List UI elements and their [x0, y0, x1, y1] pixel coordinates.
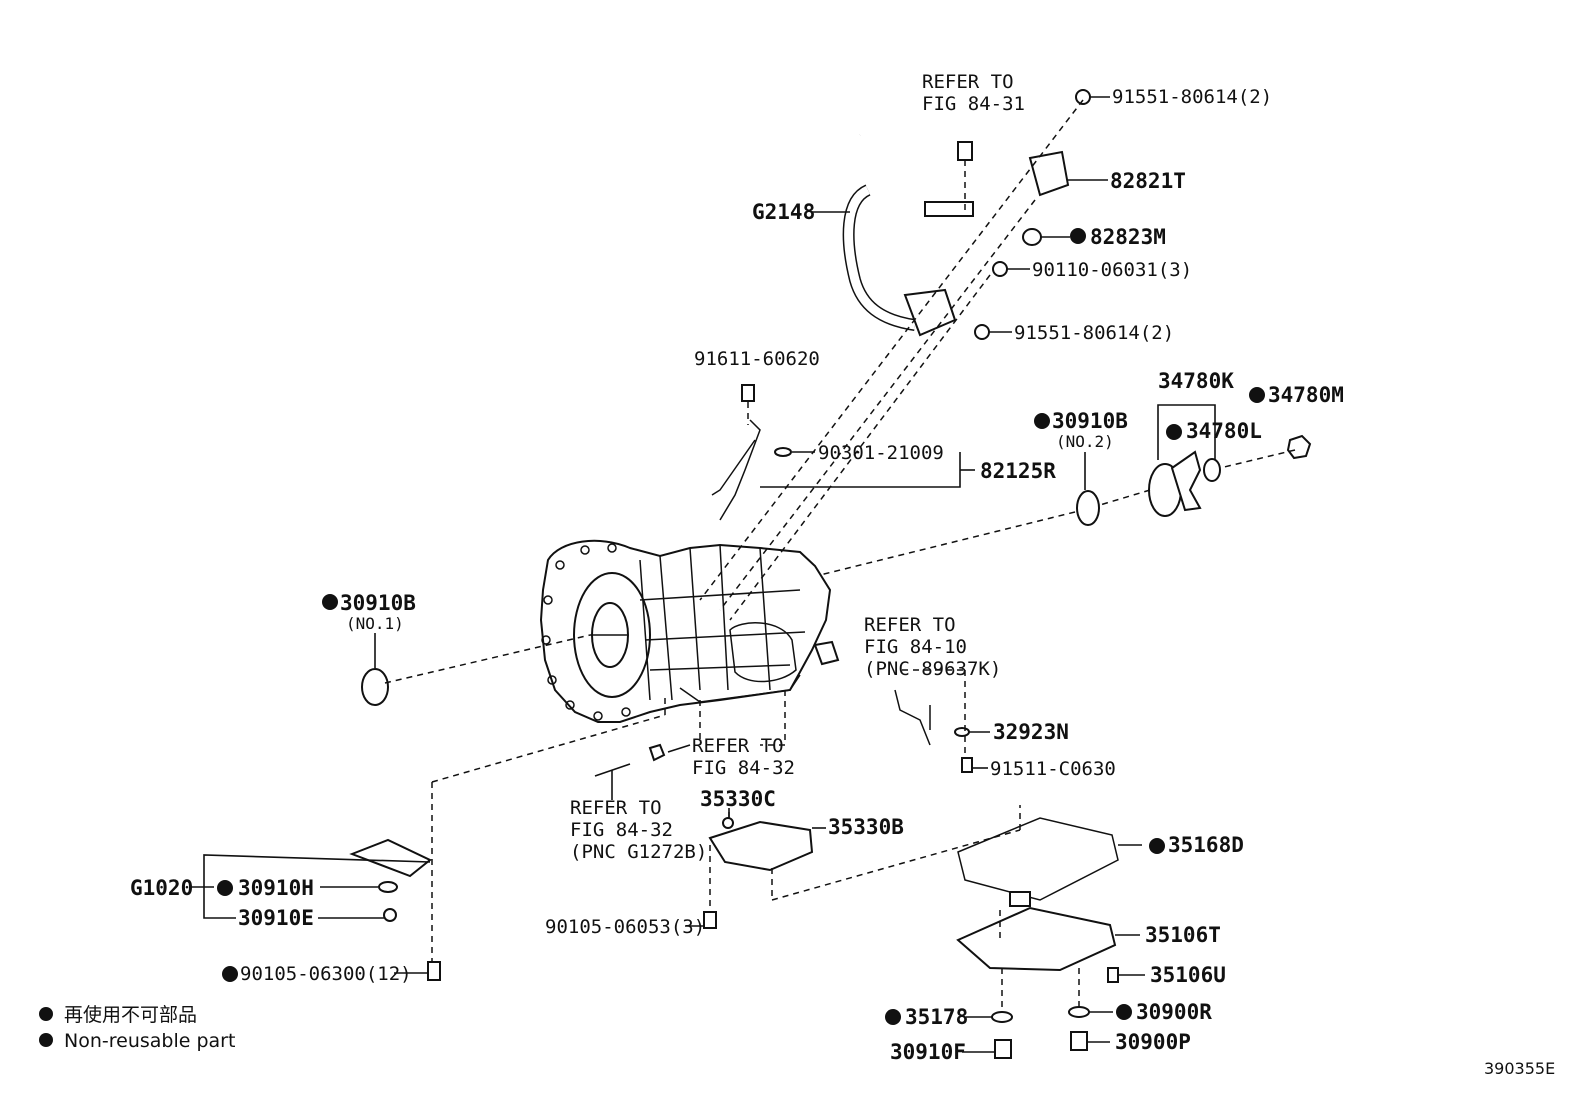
label-30900p: 30900P — [1115, 1030, 1191, 1054]
label-35178: 35178 — [905, 1005, 968, 1029]
plug-30910e-graphic — [383, 908, 397, 922]
label-no2: (NO.2) — [1056, 432, 1114, 451]
legend-japanese: 再使用不可部品 — [64, 1004, 197, 1026]
gasket-35168d-graphic — [957, 817, 1119, 901]
label-refer-84-10-line2: FIG 84-10 — [864, 636, 967, 658]
label-91551-80614-top: 91551-80614(2) — [1112, 86, 1272, 108]
label-82125r: 82125R — [980, 459, 1056, 483]
plate-g1020-graphic — [349, 838, 432, 878]
gasket-35178-graphic — [991, 1011, 1013, 1023]
dashed-guides — [384, 99, 1296, 1012]
label-refer-84-31-line1: REFER TO — [922, 71, 1014, 93]
label-30910f: 30910F — [890, 1040, 966, 1064]
label-32923n: 32923N — [993, 720, 1069, 744]
washer-34780l-graphic — [1203, 458, 1221, 482]
label-g1020: G1020 — [130, 876, 193, 900]
non-reusable-markers — [217, 228, 1265, 1025]
speed-sensor-graphic — [813, 640, 840, 666]
label-30910h: 30910H — [238, 876, 314, 900]
transmission-assembly — [539, 539, 832, 723]
label-35330b: 35330B — [828, 815, 904, 839]
label-no1: (NO.1) — [346, 614, 404, 633]
label-35106t: 35106T — [1145, 923, 1221, 947]
part-labels: 91551-80614(2) REFER TO FIG 84-31 82821T… — [130, 71, 1344, 1064]
label-34780l: 34780L — [1186, 419, 1262, 443]
legend-dot-japanese — [39, 1007, 53, 1021]
fitting-refer-graphic — [648, 743, 666, 762]
o-ring-90301-graphic — [774, 447, 792, 457]
legend: 再使用不可部品 Non-reusable part — [39, 1004, 235, 1052]
label-90105-06053: 90105-06053(3) — [545, 916, 705, 938]
label-34780m: 34780M — [1268, 383, 1344, 407]
label-refer-84-32-line1: REFER TO — [692, 735, 784, 757]
label-90301-21009: 90301-21009 — [818, 442, 944, 464]
label-91551-80614-bottom: 91551-80614(2) — [1014, 322, 1174, 344]
label-refer-pnc-line1: REFER TO — [570, 797, 662, 819]
figure-id: 390355E — [1484, 1059, 1555, 1078]
nut-34780m-graphic — [1286, 434, 1312, 460]
label-refer-84-10-line3: (PNC 89637K) — [864, 658, 1001, 680]
plug-30900p-graphic — [1070, 1031, 1088, 1051]
o-ring-35330c-graphic — [722, 817, 734, 829]
strainer-35330b-graphic — [708, 820, 814, 872]
bolt-graphics — [427, 89, 1119, 983]
label-refer-84-31-line2: FIG 84-31 — [922, 93, 1025, 115]
label-34780k: 34780K — [1158, 369, 1234, 393]
label-30910e: 30910E — [238, 906, 314, 930]
label-91511-c0630: 91511-C0630 — [990, 758, 1116, 780]
label-30900r: 30900R — [1136, 1000, 1212, 1024]
legend-dot-english — [39, 1033, 53, 1047]
clamp-82823m-graphic — [1022, 228, 1042, 246]
oil-seal-no1-graphic — [361, 668, 389, 706]
leader-lines — [190, 96, 1216, 1053]
label-g2148: G2148 — [752, 200, 815, 224]
label-refer-84-10-line1: REFER TO — [864, 614, 956, 636]
plug-30910f-graphic — [994, 1039, 1012, 1059]
tube-32923n-graphic — [894, 689, 931, 746]
magnet-graphic — [1009, 891, 1031, 907]
label-90110-06031: 90110-06031(3) — [1032, 259, 1192, 281]
label-82821t: 82821T — [1110, 169, 1186, 193]
label-35330c: 35330C — [700, 787, 776, 811]
label-30910b-no1: 30910B — [340, 591, 416, 615]
clamp-32923n-graphic — [954, 727, 970, 737]
label-91611-60620: 91611-60620 — [694, 348, 820, 370]
label-35106u: 35106U — [1150, 963, 1226, 987]
oil-pan-35106t-graphic — [956, 906, 1117, 972]
wire-harness-82125r-graphic — [711, 419, 761, 521]
label-30910b-no2: 30910B — [1052, 409, 1128, 433]
oil-seal-no2-graphic — [1076, 490, 1100, 526]
legend-english: Non-reusable part — [64, 1030, 235, 1052]
gasket-30900r-graphic — [1068, 1006, 1090, 1018]
label-refer-pnc-line3: (PNC G1272B) — [570, 841, 707, 863]
label-refer-84-32-line2: FIG 84-32 — [692, 757, 795, 779]
oil-cooler-hose-graphic — [842, 132, 974, 337]
gasket-30910h-graphic — [378, 881, 398, 893]
label-90105-06300: 90105-06300(12) — [240, 963, 412, 985]
bracket-82821t-graphic — [1028, 150, 1070, 197]
label-82823m: 82823M — [1090, 225, 1166, 249]
label-35168d: 35168D — [1168, 833, 1244, 857]
label-refer-pnc-line2: FIG 84-32 — [570, 819, 673, 841]
flange-34780k-graphic — [1148, 450, 1202, 517]
